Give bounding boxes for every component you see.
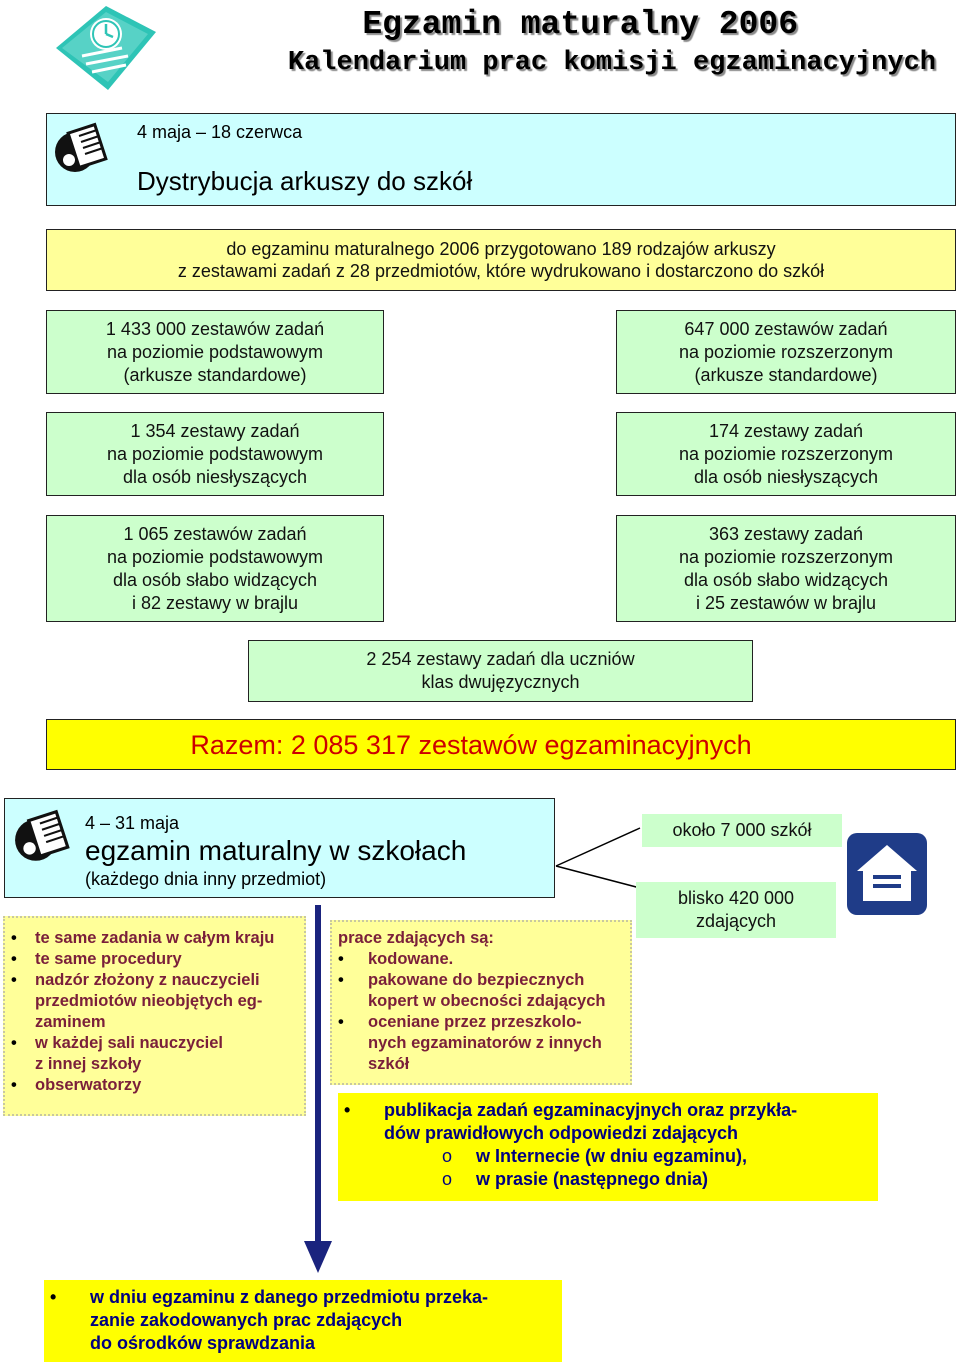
stat-line: dla osób słabo widzących (683, 569, 889, 590)
exam-note: (każdego dnia inny przedmiot) (85, 869, 327, 889)
stat-line: 647 000 zestawów zadań (684, 318, 888, 339)
stat-line: klas dwujęzycznych (421, 672, 580, 692)
stat-basic-lowvision: 1 065 zestawów zadań na poziomie podstaw… (46, 515, 384, 622)
stat-line: na poziomie podstawowym (106, 546, 324, 567)
list-item: nadzór złożony z nauczycieli przedmiotów … (5, 970, 304, 1033)
works-panel: prace zdających są: kodowane. pakowane d… (330, 920, 632, 1085)
stat-line: na poziomie podstawowym (106, 443, 324, 464)
list-line: obserwatorzy (35, 1076, 142, 1094)
documents-icon (11, 809, 73, 867)
rules-list: te same zadania w całym kraju te same pr… (5, 928, 304, 1096)
stat-line: 174 zestawy zadań (708, 420, 864, 441)
stat-line: na poziomie rozszerzonym (678, 546, 894, 567)
page-subtitle: Kalendarium prac komisji egzaminacyjnych (287, 48, 936, 78)
list-item: obserwatorzy (5, 1075, 304, 1096)
list-item: w dniu egzaminu z danego przedmiotu prze… (44, 1286, 562, 1355)
rules-panel: te same zadania w całym kraju te same pr… (3, 916, 306, 1116)
list-item: oceniane przez przeszkolo-nych egzaminat… (332, 1012, 630, 1075)
list-line: nych egzaminatorów z innych (368, 1034, 602, 1052)
list-item: w prasie (następnego dnia) (384, 1168, 878, 1191)
calendar-logo-icon (48, 2, 160, 92)
students-line: zdających (695, 911, 777, 931)
stat-basic-standard: 1 433 000 zestawów zadań na poziomie pod… (46, 310, 384, 394)
list-line: w dniu egzaminu z danego przedmiotu prze… (90, 1287, 489, 1307)
list-line: zanie zakodowanych prac zdających (90, 1310, 403, 1330)
publication-list: publikacja zadań egzaminacyjnych oraz pr… (338, 1099, 878, 1145)
documents-icon (53, 122, 109, 178)
page-title: Egzamin maturalny 2006 (362, 6, 798, 43)
list-item: te same procedury (5, 949, 304, 970)
stat-line: (arkusze standardowe) (123, 364, 307, 385)
list-line: przedmiotów nieobjętych eg- (35, 992, 263, 1010)
stat-line: 1 354 zestawy zadań (130, 420, 300, 441)
stat-line: i 25 zestawów w brajlu (695, 592, 877, 613)
summary-note: do egzaminu maturalnego 2006 przygotowan… (46, 229, 956, 291)
list-line: oceniane przez przeszkolo- (368, 1013, 582, 1031)
list-line: do ośrodków sprawdzania (90, 1333, 316, 1353)
down-arrow-icon (304, 905, 332, 1273)
total-text: Razem: 2 085 317 zestawów egzaminacyjnyc… (190, 729, 752, 760)
exam-dates: 4 – 31 maja (85, 813, 180, 833)
list-line: te same zadania w całym kraju (35, 929, 275, 947)
stat-line: na poziomie rozszerzonym (678, 443, 894, 464)
exam-heading: egzamin maturalny w szkołach (85, 835, 467, 866)
schools-count: około 7 000 szkół (642, 814, 842, 847)
stat-line: dla osób słabo widzących (112, 569, 318, 590)
list-line: kodowane. (368, 950, 454, 968)
list-item: w każdej sali nauczyciel z innej szkoły (5, 1033, 304, 1075)
stat-extended-standard: 647 000 zestawów zadań na poziomie rozsz… (616, 310, 956, 394)
stat-bilingual: 2 254 zestawy zadań dla uczniów klas dwu… (248, 640, 753, 702)
stat-line: 2 254 zestawy zadań dla uczniów (366, 649, 635, 669)
exam-panel: 4 – 31 maja egzamin maturalny w szkołach… (4, 798, 555, 898)
list-item: te same zadania w całym kraju (5, 928, 304, 949)
works-intro: prace zdających są: (338, 929, 494, 947)
list-line: z innej szkoły (35, 1055, 142, 1073)
stat-basic-deaf: 1 354 zestawy zadań na poziomie podstawo… (46, 412, 384, 496)
list-line: publikacja zadań egzaminacyjnych oraz pr… (384, 1100, 798, 1120)
handover-panel: w dniu egzaminu z danego przedmiotu prze… (44, 1280, 562, 1362)
connector-lines (555, 827, 641, 889)
list-line: szkół (368, 1055, 410, 1073)
stat-line: na poziomie rozszerzonym (678, 341, 894, 362)
list-item: w Internecie (w dniu egzaminu), (384, 1145, 878, 1168)
summary-line-1: do egzaminu maturalnego 2006 przygotowan… (226, 239, 776, 259)
publication-panel: publikacja zadań egzaminacyjnych oraz pr… (338, 1093, 878, 1201)
list-line: kopert w obecności zdających (368, 992, 606, 1010)
publication-sublist: w Internecie (w dniu egzaminu), w prasie… (338, 1145, 878, 1191)
list-line: w każdej sali nauczyciel (35, 1034, 224, 1052)
list-line: te same procedury (35, 950, 182, 968)
stat-extended-lowvision: 363 zestawy zadań na poziomie rozszerzon… (616, 515, 956, 622)
list-line: zaminem (35, 1013, 106, 1031)
stat-line: (arkusze standardowe) (694, 364, 878, 385)
house-icon (847, 833, 927, 915)
list-line: nadzór złożony z nauczycieli (35, 971, 260, 989)
stat-line: 1 065 zestawów zadań (123, 523, 307, 544)
list-item: kodowane. (332, 949, 630, 970)
list-item: publikacja zadań egzaminacyjnych oraz pr… (338, 1099, 878, 1145)
stat-line: 363 zestawy zadań (708, 523, 864, 544)
stat-line: dla osób niesłyszących (693, 466, 879, 487)
list-item: pakowane do bezpiecznych kopert w obecnoś… (332, 970, 630, 1012)
stat-line: 1 433 000 zestawów zadań (105, 318, 325, 339)
list-line: pakowane do bezpiecznych (368, 971, 585, 989)
stat-extended-deaf: 174 zestawy zadań na poziomie rozszerzon… (616, 412, 956, 496)
works-list: kodowane. pakowane do bezpiecznych kopert… (332, 949, 630, 1075)
stat-line: dla osób niesłyszących (122, 466, 308, 487)
students-line: blisko 420 000 (677, 888, 795, 908)
total-banner: Razem: 2 085 317 zestawów egzaminacyjnyc… (46, 719, 956, 770)
students-count: blisko 420 000 zdających (636, 882, 836, 938)
stat-line: i 82 zestawy w brajlu (131, 592, 299, 613)
stat-line: na poziomie podstawowym (106, 341, 324, 362)
distribution-heading: Dystrybucja arkuszy do szkół (137, 166, 473, 196)
distribution-dates: 4 maja – 18 czerwca (137, 122, 303, 142)
summary-line-2: z zestawami zadań z 28 przedmiotów, któr… (177, 261, 825, 281)
schools-text: około 7 000 szkół (672, 820, 812, 840)
list-line: dów prawidłowych odpowiedzi zdających (384, 1123, 739, 1143)
handover-list: w dniu egzaminu z danego przedmiotu prze… (44, 1286, 562, 1355)
distribution-panel: 4 maja – 18 czerwca Dystrybucja arkuszy … (46, 113, 956, 206)
